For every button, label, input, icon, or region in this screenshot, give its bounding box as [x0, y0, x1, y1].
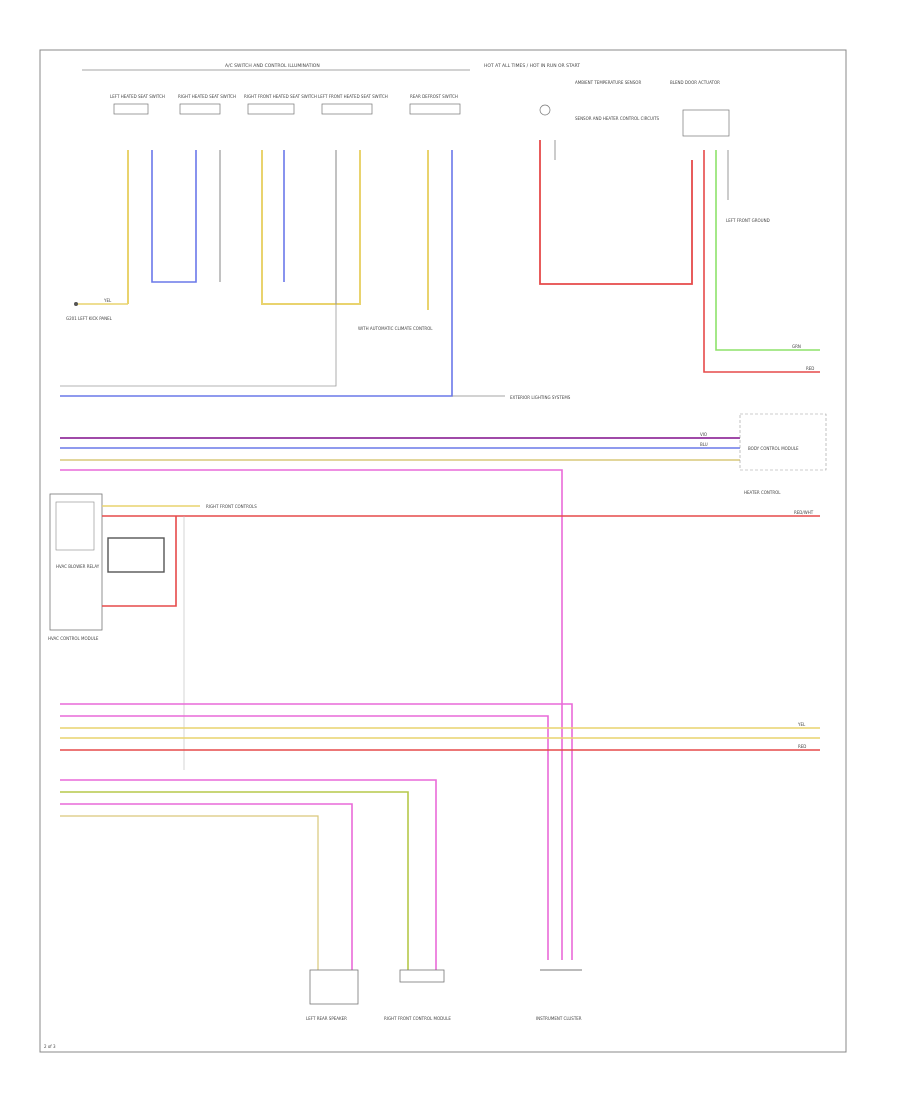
wire-label-grn: GRN — [792, 344, 801, 349]
right-front-controls-label: RIGHT FRONT CONTROLS — [206, 504, 257, 509]
blend-actuator: BLEND DOOR ACTUATOR — [670, 80, 730, 137]
hvac-blower-label: HVAC BLOWER RELAY — [56, 564, 100, 569]
wire-label-yel-1: YEL — [103, 298, 112, 303]
hvac-loop — [107, 537, 165, 573]
left-rear-speaker-box — [309, 969, 359, 1005]
left-rear-speaker: LEFT REAR SPEAKER — [306, 969, 359, 1021]
ambient-sensor: AMBIENT TEMPERATURE SENSOR SENSOR AND HE… — [539, 80, 660, 121]
ground-point — [74, 302, 78, 306]
wire-label-blu: BLU — [700, 442, 708, 447]
hvac-module-inner — [55, 501, 95, 551]
illumination-heading: A/C SWITCH AND CONTROL ILLUMINATION — [225, 63, 320, 69]
wire-green-actuator — [715, 150, 820, 351]
wire-green-speaker — [60, 791, 409, 970]
page-frame — [39, 49, 847, 1053]
page-footer: 2 of 3 — [44, 1044, 56, 1049]
wire-label-red-1: RED — [806, 366, 814, 371]
right-front-module: RIGHT FRONT CONTROL MODULE — [384, 969, 451, 1021]
bus-pink-down — [60, 469, 563, 960]
wire-blue-rear-defrost — [60, 150, 453, 397]
blend-actuator-box — [682, 109, 730, 137]
wire-pink-module — [60, 803, 353, 970]
switch-right-front-seat-box — [247, 103, 295, 115]
switch-right-front-seat-label: RIGHT FRONT HEATED SEAT SWITCH — [244, 94, 317, 99]
wire-pink-speaker — [60, 779, 437, 970]
wire-label-red-wht: RED/WHT — [794, 510, 814, 515]
switch-right-heated-seat-box — [179, 103, 221, 115]
left-rear-speaker-label: LEFT REAR SPEAKER — [306, 1016, 347, 1021]
wire-gray-illumination — [60, 304, 337, 387]
ambient-sensor-symbol — [539, 104, 551, 116]
switch-right-heated-seat: RIGHT HEATED SEAT SWITCH — [178, 94, 236, 115]
bus-pink-lower-1 — [60, 703, 573, 960]
wire-olive-module — [60, 815, 319, 970]
right-front-module-label: RIGHT FRONT CONTROL MODULE — [384, 1016, 451, 1021]
illumination-note: WITH AUTOMATIC CLIMATE CONTROL — [358, 326, 433, 331]
blend-actuator-label: BLEND DOOR ACTUATOR — [670, 80, 720, 85]
ambient-sensor-label: AMBIENT TEMPERATURE SENSOR — [575, 80, 641, 85]
bus-pink-lower-2 — [60, 715, 549, 960]
switch-left-heated-seat-label: LEFT HEATED SEAT SWITCH — [110, 94, 165, 99]
body-module-label: BODY CONTROL MODULE — [748, 446, 799, 451]
switch-left-heated-seat: LEFT HEATED SEAT SWITCH — [110, 94, 165, 115]
switch-left-heated-seat-box — [113, 103, 149, 115]
ground-left-label: G201 LEFT KICK PANEL — [66, 316, 113, 321]
switch-rear-defrost-box — [409, 103, 461, 115]
right-front-module-box — [399, 969, 445, 983]
sensor-note: SENSOR AND HEATER CONTROL CIRCUITS — [575, 116, 660, 121]
hvac-module-label: HVAC CONTROL MODULE — [48, 636, 99, 641]
power-heading: HOT AT ALL TIMES / HOT IN RUN OR START — [484, 63, 580, 69]
wire-yellow-front-seats — [261, 150, 361, 305]
switch-left-front-seat-box — [321, 103, 373, 115]
switch-left-front-seat: LEFT FRONT HEATED SEAT SWITCH — [318, 94, 388, 115]
left-front-ground-label: LEFT FRONT GROUND — [726, 218, 770, 223]
hvac-module-box — [49, 493, 103, 631]
switch-rear-defrost: REAR DEFROST SWITCH — [409, 94, 461, 115]
switch-rear-defrost-label: REAR DEFROST SWITCH — [410, 94, 458, 99]
switch-left-front-seat-label: LEFT FRONT HEATED SEAT SWITCH — [318, 94, 388, 99]
switch-right-heated-seat-label: RIGHT HEATED SEAT SWITCH — [178, 94, 236, 99]
wire-blue-seat-loop — [151, 150, 197, 283]
wire-red-hvac-loop — [102, 516, 177, 607]
wire-label-vio: VIO — [700, 432, 707, 437]
instrument-cluster: INSTRUMENT CLUSTER — [536, 969, 582, 1021]
instrument-cluster-label: INSTRUMENT CLUSTER — [536, 1016, 582, 1021]
exterior-lighting-label: EXTERIOR LIGHTING SYSTEMS — [510, 395, 571, 400]
wire-label-red-2: RED — [798, 744, 806, 749]
switch-right-front-seat: RIGHT FRONT HEATED SEAT SWITCH — [244, 94, 317, 115]
body-module-box — [739, 413, 827, 471]
wire-red-ambient — [539, 140, 693, 285]
wire-red-actuator — [703, 150, 820, 373]
heater-ctrl-label: HEATER CONTROL — [744, 490, 781, 495]
hvac-module: HVAC CONTROL MODULE HVAC BLOWER RELAY — [48, 493, 103, 641]
wire-label-yel-2: YEL — [797, 722, 806, 727]
